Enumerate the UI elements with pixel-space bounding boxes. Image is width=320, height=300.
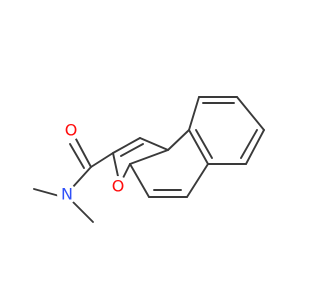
atom-label-amide-nitrogen: N xyxy=(61,185,73,204)
bond xyxy=(236,96,265,131)
bond xyxy=(188,129,209,165)
bond xyxy=(90,152,114,168)
bond xyxy=(112,137,141,154)
double-bond-inner xyxy=(240,129,258,159)
n-methyl-bond xyxy=(71,200,94,223)
bond xyxy=(186,163,209,198)
carboxamide-group xyxy=(33,138,114,223)
carbonyl-bond xyxy=(75,138,92,168)
carbonyl-bond-double xyxy=(69,143,85,169)
amide-nitrogen: N xyxy=(57,184,77,204)
bond xyxy=(167,129,190,151)
bond xyxy=(188,96,200,131)
carbonyl-oxygen: O xyxy=(61,120,81,140)
furan-oxygen: O xyxy=(108,176,128,196)
bond xyxy=(129,149,169,165)
bond xyxy=(121,163,131,181)
atom-label-furan-oxygen: O xyxy=(112,177,125,196)
bond xyxy=(245,129,265,165)
bond xyxy=(129,163,150,198)
bond xyxy=(71,166,92,189)
atom-label-carbonyl-oxygen: O xyxy=(65,121,78,140)
double-bond-inner xyxy=(195,129,213,159)
double-bond-inner xyxy=(120,143,144,157)
molecule-structure: O N O xyxy=(33,96,265,223)
bond xyxy=(139,137,169,151)
naphthalene-rings xyxy=(129,96,265,198)
